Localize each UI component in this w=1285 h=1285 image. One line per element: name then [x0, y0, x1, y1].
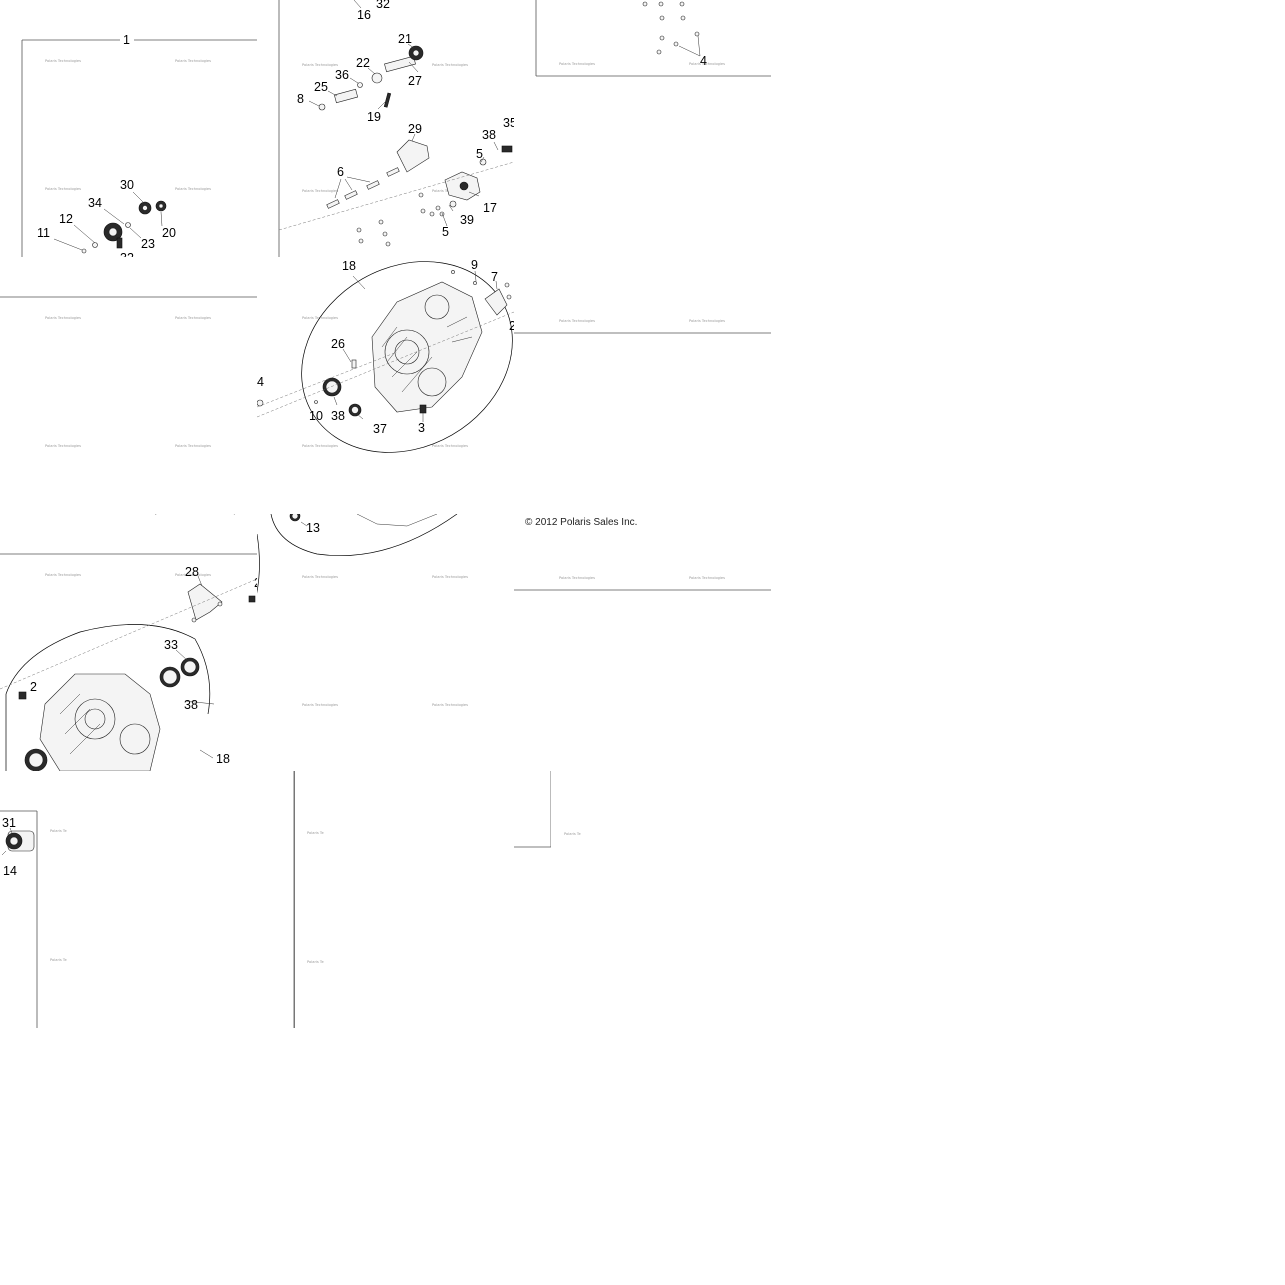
callout-24: 24: [254, 576, 257, 590]
watermark: Polaris Technologies: [175, 573, 211, 577]
watermark: Polaris Te: [307, 960, 325, 964]
callout-29: 29: [408, 122, 422, 136]
watermark: Polaris Technologies: [432, 703, 468, 707]
callout-3: 3: [418, 421, 425, 435]
callout-34: 35: [503, 116, 514, 130]
callout-39: 38: [482, 128, 496, 142]
tile-top-left: 1 Polaris Technologies Polaris Technolog…: [0, 0, 257, 257]
watermark: Polaris Technologies: [689, 62, 725, 66]
callout-22: 22: [356, 56, 370, 70]
watermark: Polaris Technologies: [302, 444, 338, 448]
callout-20: 20: [162, 226, 176, 240]
watermark: Polaris Te: [50, 958, 68, 962]
tile-middle-right: Polaris Technologies Polaris Technologie…: [514, 257, 771, 514]
callout-23: 23: [141, 237, 155, 251]
callout-5: 5: [442, 225, 449, 239]
watermark: Polaris Technologies: [559, 62, 595, 66]
callout-38: 38: [184, 698, 198, 712]
callout-16: 16: [357, 8, 371, 22]
gearcase-housing: [39, 673, 161, 771]
watermark: Polaris Technologies: [432, 63, 468, 67]
copyright-notice: © 2012 Polaris Sales Inc.: [525, 517, 638, 528]
tile-top-right: Polaris Technologies Polaris Technologie…: [514, 0, 771, 257]
callout-26: 26: [331, 337, 345, 351]
callout-2: 2: [30, 680, 37, 694]
tile-middle-left: Polaris Technologies Polaris Technologie…: [0, 257, 257, 514]
watermark: Polaris Technologies: [302, 575, 338, 579]
gear-assembly: [81, 200, 167, 254]
tile-top-middle: 16 32 Polaris Technologies Polaris Techn…: [257, 0, 514, 257]
watermark: Polaris Technologies: [45, 187, 81, 191]
callout-12: 12: [59, 212, 73, 226]
callout-2: 2: [509, 319, 514, 333]
watermark: Polaris Technologies: [689, 576, 725, 580]
callout-28: 28: [185, 565, 199, 579]
watermark: Polaris Technologies: [559, 576, 595, 580]
watermark: Polaris Technologies: [175, 59, 211, 63]
callout-37: 33: [164, 638, 178, 652]
watermark: Polaris Te: [50, 829, 68, 833]
watermark: Polaris Technologies: [689, 319, 725, 323]
watermark: Polaris Technologies: [302, 63, 338, 67]
callout-38: 38: [331, 409, 345, 423]
callout-14: 14: [3, 864, 17, 878]
callout-5: 5: [476, 147, 483, 161]
callout-6: 6: [337, 165, 344, 179]
callout-25: 25: [314, 80, 328, 94]
callout-8: 8: [297, 92, 304, 106]
callout-17: 17: [483, 201, 497, 215]
watermark: Polaris Technologies: [175, 187, 211, 191]
watermark: Polaris Technologies: [45, 59, 81, 63]
dowel-pins: [326, 167, 400, 209]
callout-10: 10: [309, 409, 323, 423]
callout-21: 21: [398, 32, 412, 46]
tile-center: Polaris Technologies Polaris Technologie…: [257, 257, 514, 514]
callout-36: 37: [373, 422, 387, 436]
watermark: Polaris Te: [307, 831, 325, 835]
callout-30: 30: [120, 178, 134, 192]
watermark: Polaris Te: [564, 832, 582, 836]
bearing-31: [5, 830, 35, 852]
watermark: Polaris Technologies: [175, 316, 211, 320]
callout-32: 32: [120, 251, 134, 257]
tile-lower-left: 31 14 Polaris Te Polaris Te: [0, 771, 294, 1028]
callout-19: 18: [342, 259, 356, 273]
watermark: Polaris Technologies: [45, 573, 81, 577]
callout-35: 36: [335, 68, 349, 82]
callout-4: 4: [257, 375, 264, 389]
tile-lower-right: Polaris Te: [551, 771, 771, 847]
tile-bottom-middle: 13 Polaris Technologies Polaris Technolo…: [257, 514, 514, 771]
callout-15: 19: [367, 110, 381, 124]
bolt-group: [642, 1, 700, 55]
callout-40: 39: [460, 213, 474, 227]
bolt-group: [356, 192, 445, 247]
watermark: Polaris Technologies: [432, 575, 468, 579]
callout-32: 32: [376, 0, 390, 11]
watermark: Polaris Technologies: [559, 319, 595, 323]
callout-1: 1: [123, 33, 130, 47]
watermark: Polaris Technologies: [45, 444, 81, 448]
watermark: Polaris Technologies: [175, 444, 211, 448]
tile-bottom-right: Polaris Technologies Polaris Technologie…: [514, 514, 771, 771]
callout-7: 7: [491, 270, 498, 284]
callout-27: 27: [408, 74, 422, 88]
watermark: Polaris Technologies: [302, 189, 338, 193]
shaft-assembly: [318, 45, 424, 111]
callout-11: 11: [37, 226, 50, 240]
tile-lower-middle: Polaris Te Polaris Te: [294, 771, 551, 1028]
watermark: Polaris Technologies: [302, 703, 338, 707]
watermark: Polaris Technologies: [432, 444, 468, 448]
callout-33: 34: [88, 196, 102, 210]
watermark: Polaris Technologies: [45, 316, 81, 320]
tile-bottom-left: Polaris Technologies Polaris Technologie…: [0, 514, 257, 771]
gearcase-housing: [371, 281, 483, 413]
callout-18: 18: [216, 752, 230, 766]
callout-13: 13: [306, 521, 320, 535]
callout-4: 4: [700, 54, 707, 68]
callout-9: 9: [471, 258, 478, 272]
callout-31: 31: [2, 816, 16, 830]
